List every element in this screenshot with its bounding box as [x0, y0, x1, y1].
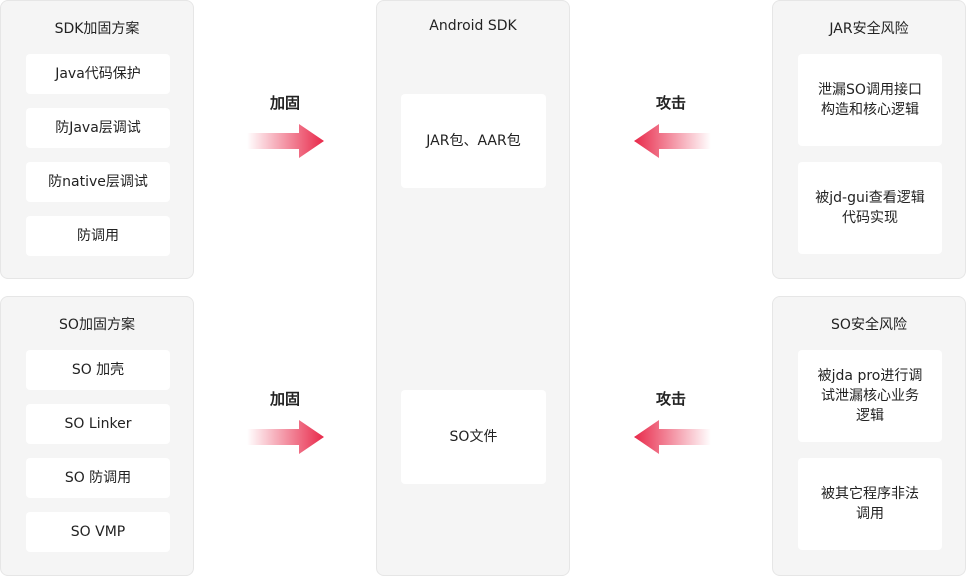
attack-label-bottom: 攻击	[655, 390, 686, 408]
so-reinforce-panel: SO加固方案 SO 加壳 SO Linker SO 防调用 SO VMP	[0, 296, 194, 576]
risk-item: 被jda pro进行调 试泄漏核心业务 逻辑	[798, 350, 942, 442]
list-item: SO Linker	[26, 404, 170, 444]
panel-title: SO安全风险	[831, 317, 907, 333]
panel-title: Android SDK	[429, 18, 517, 34]
panel-title: SO加固方案	[59, 317, 135, 333]
risk-item: 被其它程序非法 调用	[798, 458, 942, 550]
sdk-reinforce-panel: SDK加固方案 Java代码保护 防Java层调试 防native层调试 防调用	[0, 0, 194, 279]
reinforce-label-bottom: 加固	[269, 390, 300, 408]
list-item: Java代码保护	[26, 54, 170, 94]
list-item: 防调用	[26, 216, 170, 256]
so-risk-panel: SO安全风险 被jda pro进行调 试泄漏核心业务 逻辑 被其它程序非法 调用	[772, 296, 966, 576]
jar-risk-panel: JAR安全风险 泄漏SO调用接口 构造和核心逻辑 被jd-gui查看逻辑 代码实…	[772, 0, 966, 279]
reinforce-label-top: 加固	[269, 94, 300, 112]
list-item: SO 加壳	[26, 350, 170, 390]
list-item: SO VMP	[26, 512, 170, 552]
attack-label-top: 攻击	[655, 94, 686, 112]
arrow-left-icon	[634, 124, 711, 158]
risk-item: 泄漏SO调用接口 构造和核心逻辑	[798, 54, 942, 146]
panel-title: SDK加固方案	[54, 21, 140, 37]
arrow-right-icon	[247, 420, 324, 454]
risk-item: 被jd-gui查看逻辑 代码实现	[798, 162, 942, 254]
list-item: 防Java层调试	[26, 108, 170, 148]
arrow-left-icon	[634, 420, 711, 454]
android-sdk-panel: Android SDK JAR包、AAR包 SO文件	[376, 0, 570, 576]
jar-aar-box: JAR包、AAR包	[401, 94, 546, 188]
panel-title: JAR安全风险	[829, 21, 909, 37]
list-item: 防native层调试	[26, 162, 170, 202]
so-file-box: SO文件	[401, 390, 546, 484]
arrow-right-icon	[247, 124, 324, 158]
list-item: SO 防调用	[26, 458, 170, 498]
